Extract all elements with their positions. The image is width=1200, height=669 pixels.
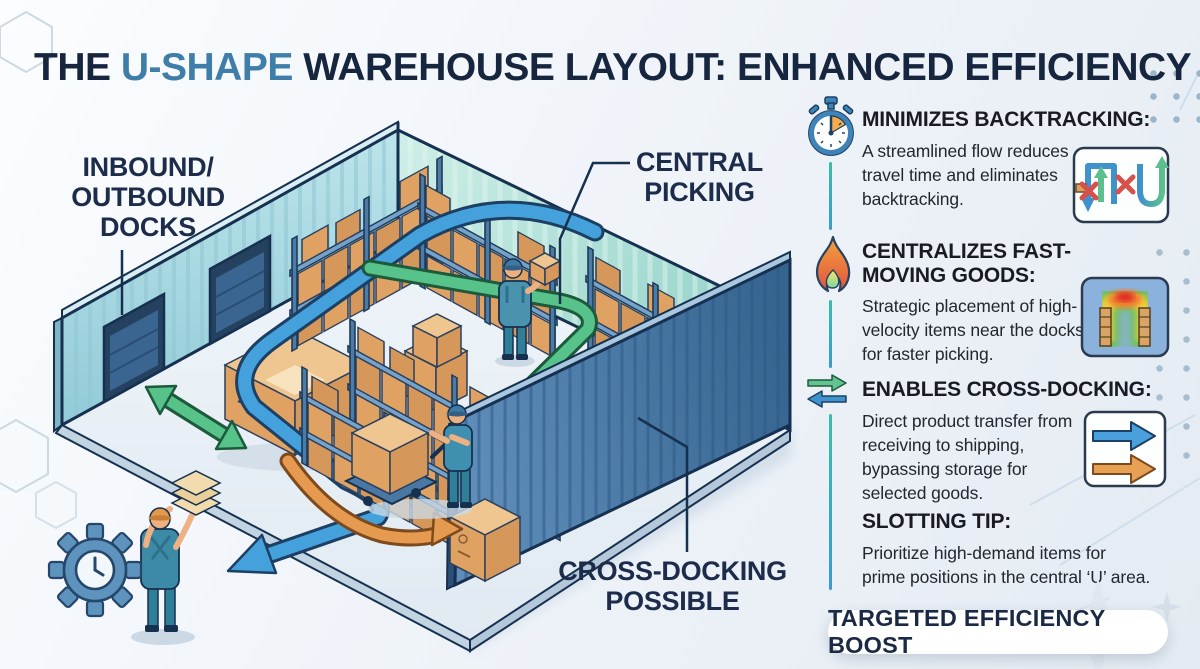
- label-central-picking: CENTRAL PICKING: [636, 147, 763, 208]
- benefit-heading: ENABLES CROSS-DOCKING:: [862, 378, 1152, 401]
- flow-arrow-orange: [279, 452, 464, 547]
- efficiency-badge: TARGETED EFFICIENCY BOOST: [828, 605, 1168, 658]
- benefit-heading: CENTRALIZES FAST-MOVING GOODS:: [862, 240, 1071, 287]
- title-accent: U-SHAPE: [120, 46, 294, 90]
- sidebar-connector-line: [829, 162, 832, 230]
- benefit-body: Strategic placement of high-velocity ite…: [862, 296, 1084, 365]
- pointer-line-central-picking: [558, 161, 630, 304]
- flow-arrow-green-double: [144, 384, 248, 451]
- swap-arrows-icon: [804, 372, 850, 415]
- benefit-item: CENTRALIZES FAST-MOVING GOODS: Strategic…: [862, 240, 1152, 366]
- benefit-body: Prioritize high-demand items for prime p…: [862, 542, 1151, 587]
- stopwatch-icon: [804, 96, 858, 163]
- pointer-line-cross-docking: [637, 416, 689, 552]
- dot-grid-decor: [1142, 62, 1200, 134]
- dock-door: [208, 233, 272, 347]
- label-inbound-outbound-docks: INBOUND/ OUTBOUND DOCKS: [71, 152, 225, 243]
- u-heatmap-icon: [1080, 276, 1170, 363]
- label-cross-docking: CROSS-DOCKING POSSIBLE: [558, 556, 787, 617]
- sidebar-connector-line: [829, 414, 832, 590]
- benefit-item: ENABLES CROSS-DOCKING: Direct product tr…: [862, 378, 1162, 505]
- zigzag-vs-u-path-icon: [1072, 146, 1170, 229]
- gear-clock-icon: [47, 522, 143, 618]
- sidebar-connector-line: [829, 300, 832, 368]
- worker-carrying: [131, 470, 222, 645]
- benefit-item: SLOTTING TIP: Prioritize high-demand ite…: [862, 510, 1172, 589]
- worker-central-picking: [495, 252, 562, 367]
- floor-edge: [469, 428, 791, 653]
- warehouse-illustration: [0, 89, 800, 669]
- benefit-heading: MINIMIZES BACKTRACKING:: [862, 108, 1151, 131]
- flame-icon: [810, 234, 856, 301]
- benefit-body: A streamlined flow reduces travel time a…: [862, 140, 1069, 209]
- worker-pallet-jack: [343, 404, 473, 519]
- page-title: THE U-SHAPE WAREHOUSE LAYOUT: ENHANCED E…: [34, 46, 1192, 90]
- benefit-body: Direct product transfer from receiving t…: [862, 410, 1073, 503]
- benefit-item: MINIMIZES BACKTRACKING: A streamlined fl…: [862, 108, 1162, 211]
- transfer-arrows-icon: [1083, 410, 1167, 493]
- benefit-heading: SLOTTING TIP:: [862, 510, 1012, 533]
- dock-door: [102, 291, 166, 405]
